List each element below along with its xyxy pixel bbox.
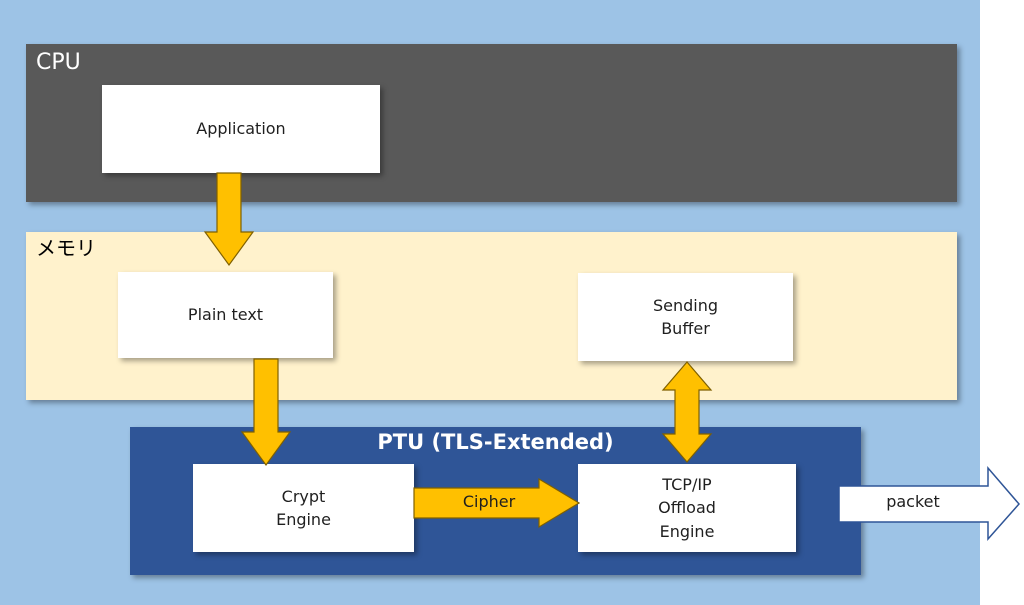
plain-text-box: Plain text [118,272,333,358]
buffer-tcpip-bidirectional-arrow [661,361,713,463]
ptu-label: PTU (TLS-Extended) [377,430,614,454]
application-box: Application [102,85,380,173]
cipher-arrow [413,477,581,529]
crypt-engine-box: Crypt Engine [193,464,414,552]
application-to-plaintext-arrow [203,172,255,267]
packet-arrow [828,465,1020,541]
packet-label: packet [886,492,940,511]
tcpip-offload-engine-box: TCP/IP Offload Engine [578,464,796,552]
cpu-label: CPU [36,50,81,75]
memory-label: メモリ [36,236,96,260]
sending-buffer-box: Sending Buffer [578,273,793,361]
plaintext-to-crypt-arrow [240,358,292,467]
cipher-label: Cipher [462,492,516,511]
